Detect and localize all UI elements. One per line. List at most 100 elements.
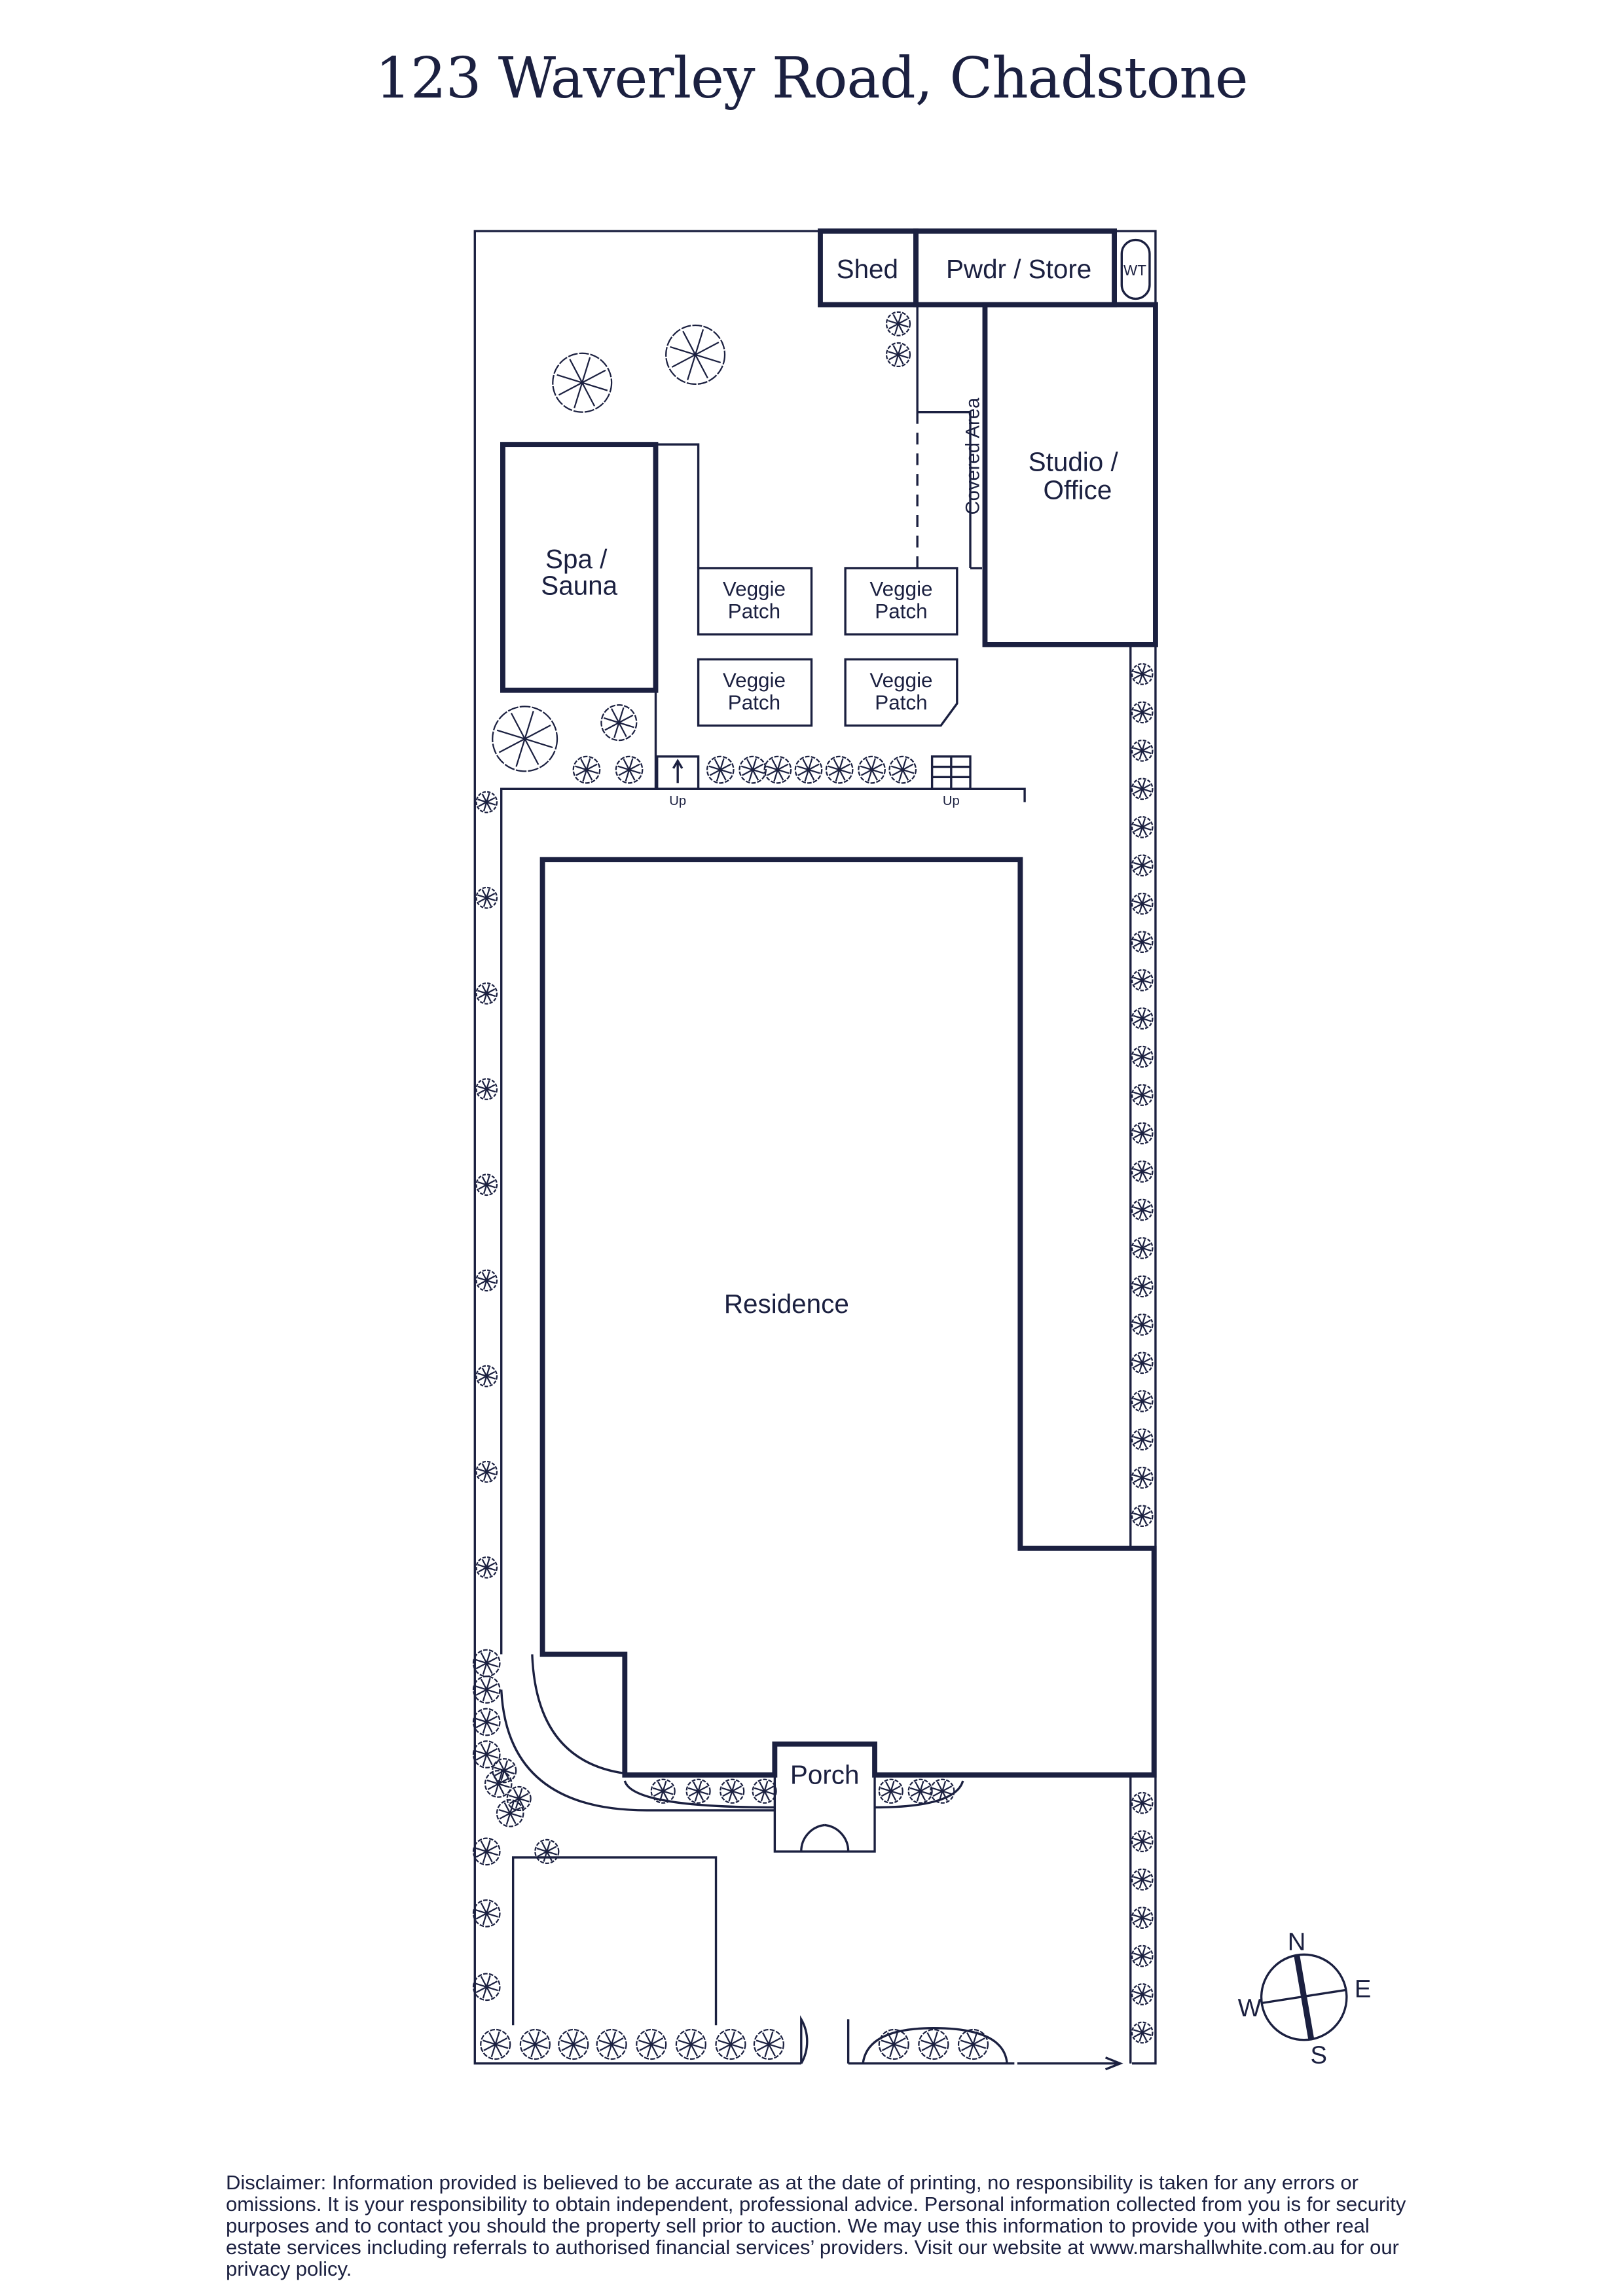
tree-icon: [472, 1649, 501, 1677]
label-veggie-2b: Patch: [875, 600, 927, 622]
tree-icon: [650, 1778, 676, 1804]
tree-icon: [558, 2028, 589, 2060]
tree-icon: [685, 1778, 711, 1804]
tree-icon: [475, 791, 498, 814]
compass: N E S W: [1238, 1928, 1372, 2070]
driveway-curve: [500, 1654, 775, 1812]
tree-icon: [475, 1365, 498, 1388]
label-pwdr-store: Pwdr / Store: [946, 254, 1091, 284]
porch-doors: [773, 1774, 876, 1853]
lot-boundary: [473, 230, 1157, 2065]
front-garden-bed: [511, 1856, 718, 2026]
tree-icon: [615, 755, 644, 784]
tree-icon: [885, 342, 911, 368]
tree-icon: [472, 1837, 501, 1866]
tree-icon: [1131, 1428, 1154, 1451]
tree-icon: [1131, 1466, 1154, 1489]
tree-icon: [918, 2028, 949, 2060]
tree-icon: [763, 755, 792, 784]
steps-right: [930, 755, 972, 790]
tree-icon: [1131, 892, 1154, 915]
tree-icon: [1131, 1122, 1154, 1145]
tree-icon: [480, 2028, 511, 2060]
label-veggie-1b: Patch: [728, 600, 780, 622]
tree-icon: [1131, 2021, 1154, 2044]
tree-icon: [506, 1785, 532, 1812]
veggie-patch-1: [697, 567, 813, 636]
spa-deck: [655, 443, 700, 569]
tree-icon: [753, 2028, 784, 2060]
label-studio-2: Office: [1044, 475, 1112, 505]
tree-icon: [930, 1778, 955, 1804]
tree-icon: [1131, 1160, 1154, 1183]
label-veggie-4b: Patch: [875, 691, 927, 714]
compass-e: E: [1355, 1975, 1371, 2003]
tree-icon: [475, 1174, 498, 1196]
tree-icon: [475, 886, 498, 909]
tree-icon: [888, 755, 917, 784]
tree-icon: [1131, 663, 1154, 685]
tree-icon: [706, 755, 735, 784]
water-tank: [1120, 238, 1151, 300]
tree-icon: [552, 352, 613, 413]
tree-icon: [1131, 1045, 1154, 1068]
tree-icon: [752, 1778, 777, 1804]
tree-icon: [472, 1708, 501, 1736]
spa-sauna: [500, 442, 659, 693]
tree-icon: [794, 755, 823, 784]
label-spa-2: Sauna: [541, 570, 617, 600]
tree-icon: [1131, 1313, 1154, 1336]
veggie-patch-4: [844, 658, 958, 727]
disclaimer: Disclaimer: Information provided is beli…: [226, 2171, 1406, 2280]
tree-icon: [475, 1269, 498, 1292]
label-spa-1: Spa /: [545, 544, 608, 574]
front-arrow: [1017, 2056, 1123, 2071]
tree-icon: [472, 1973, 501, 2001]
tree-icon: [1131, 931, 1154, 954]
tree-icon: [878, 1778, 903, 1804]
tree-icon: [1131, 1352, 1154, 1374]
tree-icon: [472, 1740, 501, 1768]
label-studio-1: Studio /: [1029, 447, 1119, 477]
tree-icon: [492, 706, 558, 772]
tree-icon: [858, 755, 886, 784]
tree-icon: [1131, 1198, 1154, 1221]
tree-icon: [1131, 1983, 1154, 2005]
tree-icon: [1131, 854, 1154, 877]
tree-icon: [825, 755, 854, 784]
tree-icon: [472, 1899, 501, 1928]
tree-icon: [885, 311, 911, 336]
tree-icon: [475, 1460, 498, 1483]
tree-icon: [572, 755, 601, 784]
hedge-border: [623, 1780, 1008, 2064]
label-veggie-3b: Patch: [728, 691, 780, 714]
tree-icon: [1131, 1830, 1154, 1853]
tree-icon: [1131, 778, 1154, 800]
compass-w: W: [1238, 1994, 1262, 2022]
tree-icon: [675, 2028, 706, 2060]
tree-icon: [665, 324, 726, 386]
gate: [800, 2015, 850, 2064]
tree-icon: [600, 704, 638, 742]
tree-icon: [878, 2028, 909, 2060]
trees: [472, 311, 1154, 2060]
tree-icon: [1131, 1275, 1154, 1298]
label-veggie-3a: Veggie: [723, 669, 786, 692]
side-path: [500, 644, 1132, 2064]
label-up-right: Up: [943, 794, 960, 808]
tree-icon: [484, 1770, 513, 1798]
tree-icon: [1131, 1868, 1154, 1891]
tree-icon: [1131, 1084, 1154, 1106]
steps-left: [656, 755, 700, 790]
label-up-left: Up: [669, 794, 686, 808]
residence: [539, 857, 1157, 1778]
tree-icon: [475, 1078, 498, 1100]
tree-icon: [1131, 816, 1154, 838]
tree-icon: [715, 2028, 746, 2060]
tree-icon: [907, 1778, 933, 1804]
label-veggie-1a: Veggie: [723, 578, 786, 601]
covered-area-outline: [916, 304, 972, 569]
veggie-patch-3: [697, 658, 813, 727]
label-residence: Residence: [724, 1289, 849, 1319]
